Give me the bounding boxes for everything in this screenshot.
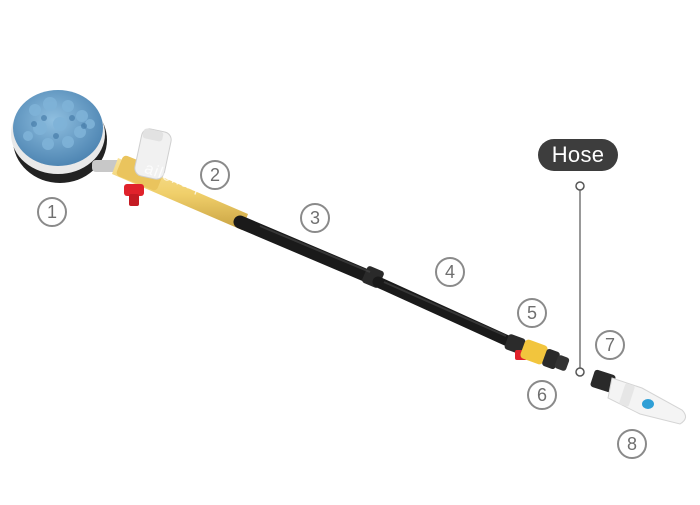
brush-head [11,90,107,183]
part-number-5: 5 [517,298,547,328]
hose-leader-dot-bottom [575,367,585,377]
hose-connector [590,369,686,425]
part-number-1: 1 [37,197,67,227]
hose-label: Hose [538,139,618,171]
part-number-8: 8 [617,429,647,459]
part-number-4: 4 [435,257,465,287]
yellow-body [112,128,248,230]
part-number-2: 2 [200,160,230,190]
extension-pole [233,215,516,348]
end-fitting [504,334,570,371]
hose-leader-dot-top [575,181,585,191]
part-number-6: 6 [527,380,557,410]
part-number-7: 7 [595,330,625,360]
part-number-3: 3 [300,203,330,233]
